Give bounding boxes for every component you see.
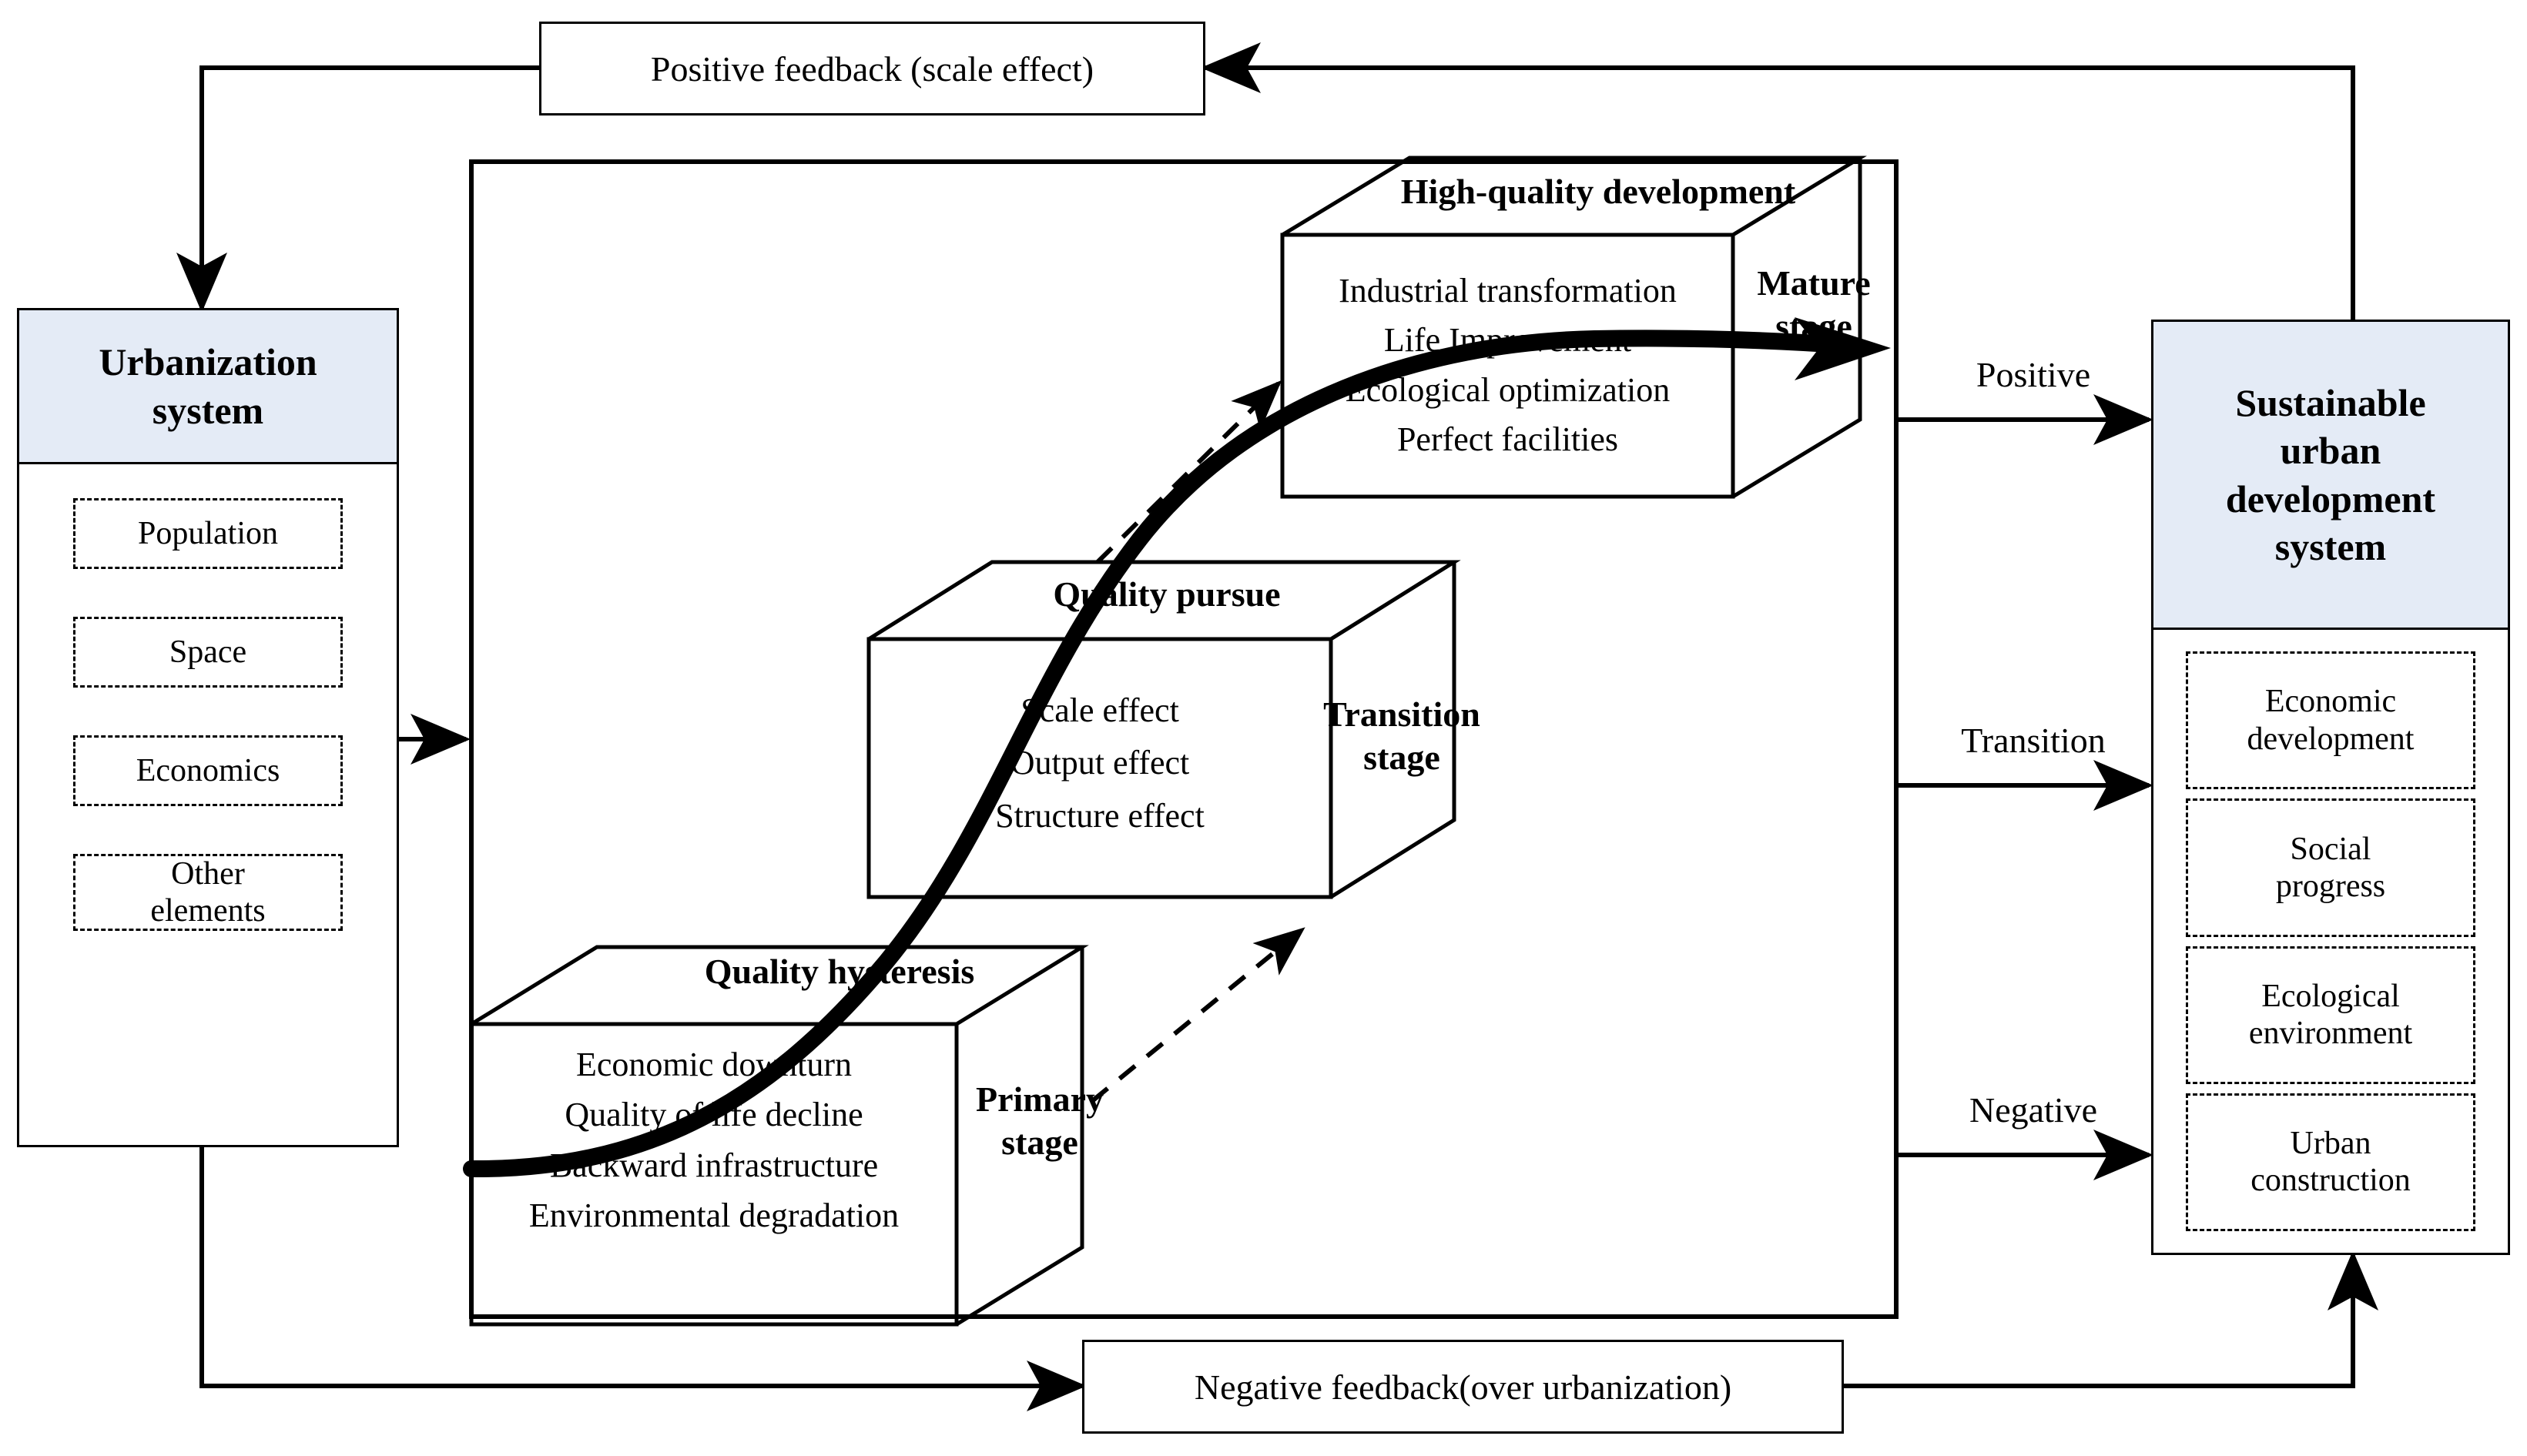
cube-mature-items: Industrial transformation Life Improveme… (1279, 269, 1737, 461)
cube-primary-item-1: Quality of life decline (565, 1096, 863, 1134)
sustainable-system-title: Sustainable urban development system (2153, 322, 2508, 630)
negative-feedback-box: Negative feedback(over urbanization) (1082, 1340, 1844, 1434)
positive-feedback-box: Positive feedback (scale effect) (539, 22, 1205, 115)
cube-transition-item-0: Scale effect (1021, 691, 1179, 729)
cube-mature-stage (1280, 156, 1867, 499)
cube-mature-item-3: Perfect facilities (1396, 420, 1619, 458)
cube-primary-items: Economic downturn Quality of life declin… (471, 1043, 957, 1237)
cube-mature-item-0: Industrial transformation (1339, 272, 1677, 310)
cube-transition-item-2: Structure effect (995, 796, 1205, 835)
urbanization-element-population: Population (73, 498, 343, 569)
cube-mature-side-label: Mature stage (1757, 263, 1871, 346)
cube-primary-title: Quality hysteresis (704, 952, 975, 991)
urbanization-element-economics: Economics (73, 735, 343, 806)
sustainable-elements-list: Economic development Social progress Eco… (2153, 630, 2508, 1253)
urbanization-title-line1: Urbanization (99, 340, 317, 383)
sustainable-element-economic-development: Economic development (2186, 651, 2475, 790)
sustainable-title-line1: Sustainable (2235, 380, 2426, 424)
dashed-arrow-primary-to-transition (1091, 927, 1305, 1103)
s-curve-growth-path (463, 330, 1849, 1178)
positive-feedback-return-path (176, 65, 539, 313)
urbanization-title-line2: system (152, 388, 264, 432)
s-curve-arrowhead (1795, 317, 1891, 380)
stage-container-rect (469, 159, 1899, 1319)
cube-primary-side-label: Primary stage (975, 1079, 1104, 1163)
outcome-label-negative: Negative (1969, 1090, 2098, 1130)
cube-mature-item-2: Ecological optimization (1345, 370, 1671, 409)
urbanization-elements-list: Population Space Economics Other element… (19, 464, 397, 1145)
outcome-label-transition: Transition (1961, 721, 2106, 760)
sustainable-title-line3: development (2225, 477, 2436, 520)
cube-primary-item-3: Environmental degradation (528, 1196, 900, 1234)
dashed-arrow-transition-to-mature (1095, 380, 1282, 564)
sustainable-title-line4: system (2274, 525, 2387, 568)
positive-feedback-label: Positive feedback (scale effect) (650, 49, 1094, 89)
outcome-label-positive: Positive (1976, 355, 2091, 394)
urbanization-element-space: Space (73, 617, 343, 688)
sustainable-element-urban-construction: Urban construction (2186, 1093, 2475, 1231)
cube-primary-item-2: Backward infrastructure (549, 1146, 879, 1184)
cube-transition-side-label: Transition stage (1323, 695, 1480, 778)
sustainable-element-social-progress: Social progress (2186, 798, 2475, 937)
cube-transition-items: Scale effect Output effect Structure eff… (869, 689, 1331, 838)
cube-mature-item-1: Life Improvement (1383, 321, 1632, 360)
sustainable-element-ecological-environment: Ecological environment (2186, 946, 2475, 1084)
cube-transition-stage (866, 560, 1461, 899)
negative-feedback-path (199, 1147, 1087, 1411)
cube-transition-item-1: Output effect (1010, 744, 1190, 782)
urbanization-system-panel: Urbanization system Population Space Eco… (17, 308, 399, 1147)
sustainable-title-line2: urban (2280, 429, 2381, 472)
urbanization-system-title: Urbanization system (19, 310, 397, 464)
sustainable-system-panel: Sustainable urban development system Eco… (2151, 320, 2510, 1255)
urbanization-element-other: Other elements (73, 854, 343, 931)
positive-feedback-path (1201, 42, 2355, 320)
cube-mature-title: High-quality development (1400, 172, 1796, 211)
negative-feedback-label: Negative feedback(over urbanization) (1194, 1367, 1732, 1407)
cube-transition-title: Quality pursue (1053, 574, 1281, 614)
cube-primary-item-0: Economic downturn (575, 1046, 853, 1083)
negative-feedback-return-path (1844, 1250, 2378, 1388)
